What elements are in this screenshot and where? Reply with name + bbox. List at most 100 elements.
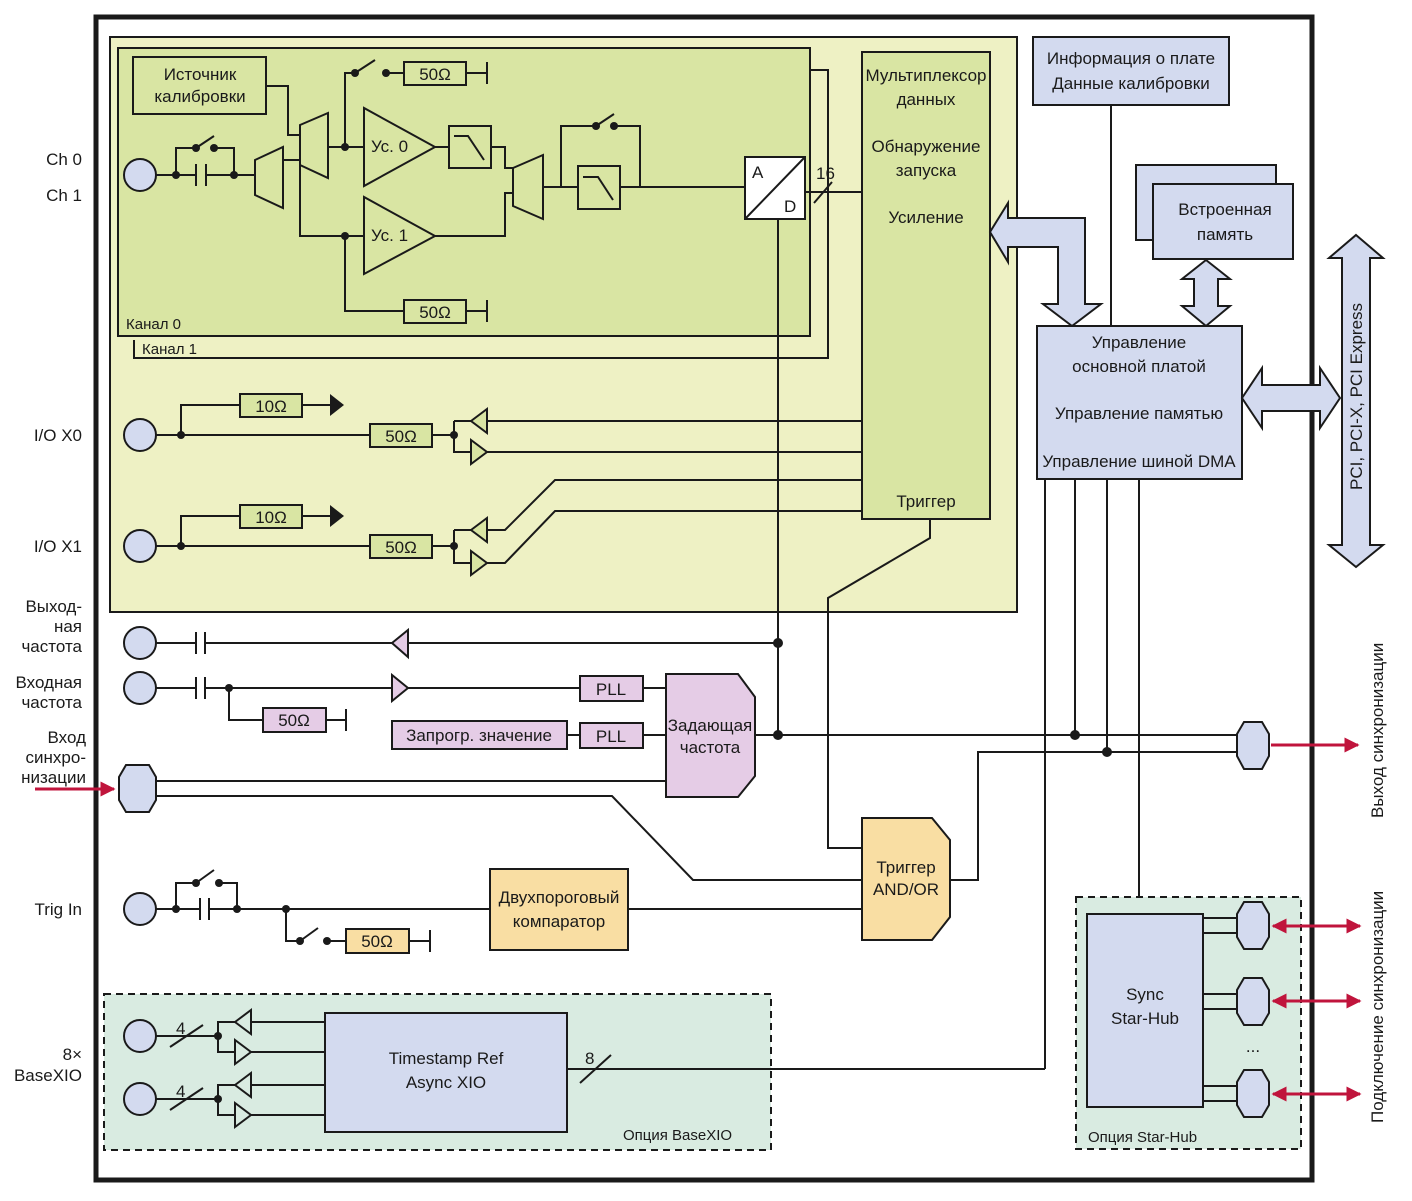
r50-top-label: 50Ω (419, 65, 451, 84)
basexio-option-label: Опция BaseXIO (623, 1127, 732, 1144)
programmed-value-label: Запрогр. значение (406, 726, 552, 745)
adc-d-label: D (784, 197, 796, 216)
sync-in-connector (118, 764, 157, 813)
starhub-connector-2 (1236, 977, 1270, 1026)
starhub-connector-1 (1236, 901, 1270, 950)
controller-line1: Управление (1092, 333, 1187, 352)
trigger-andor-line1: Триггер (876, 858, 935, 877)
label-io-x1: I/O X1 (34, 537, 82, 556)
pll-2 (579, 722, 644, 749)
amp0-label: Ус. 0 (371, 137, 408, 156)
clk-in-connector (123, 671, 157, 705)
trig-in-connector (123, 892, 157, 926)
r50-clk-label: 50Ω (278, 711, 310, 730)
basexio-receiver-1 (234, 1038, 253, 1066)
lowpass-filter-1 (577, 165, 621, 210)
trigger-andor-line2: AND/OR (873, 880, 939, 899)
clk-out-connector (123, 626, 157, 660)
board-info-line2: Данные калибровки (1052, 74, 1209, 93)
label-ch1: Ch 1 (46, 186, 82, 205)
io-x1-connector (123, 529, 157, 563)
amp1-label: Ус. 1 (371, 226, 408, 245)
bus8-label: 8 (585, 1049, 594, 1068)
label-ch0: Ch 0 (46, 150, 82, 169)
adc-a-label: A (752, 163, 764, 182)
sync-conn-label: Подключение синхронизации (1368, 891, 1387, 1123)
ch-input-connector (123, 158, 157, 192)
mux-line1: Мультиплексор (865, 66, 986, 85)
pci-bus-label: PCI, PCI-X, PCI Express (1347, 303, 1366, 490)
controller-box (1036, 325, 1243, 480)
io-x0-receiver (470, 438, 489, 466)
label-clk-in-1: Входная (15, 673, 82, 692)
label-basexio-1: 8× (63, 1045, 82, 1064)
controller-line4: Управление шиной DMA (1042, 452, 1236, 471)
memory-line2: память (1197, 225, 1253, 244)
clk-in-receiver (391, 672, 410, 704)
data-mux-block (861, 51, 991, 520)
trigger-andor-block (861, 817, 951, 941)
basexio-receiver-2 (234, 1101, 253, 1129)
label-sync-in-3: низации (21, 768, 86, 787)
programmed-value-box (391, 720, 568, 750)
r50-trig-label: 50Ω (361, 932, 393, 951)
sync-out-label: Выход синхронизации (1368, 643, 1387, 818)
starhub-option-label: Опция Star-Hub (1088, 1129, 1197, 1146)
amp1 (363, 195, 438, 276)
bus16-label: 16 (816, 164, 835, 183)
label-clk-out-2: ная (54, 617, 82, 636)
memory-box (1152, 183, 1294, 260)
r50-x0-label: 50Ω (385, 427, 417, 446)
channel0-label: Канал 0 (126, 316, 181, 333)
comparator-line1: Двухпороговый (499, 888, 620, 907)
input-mux (254, 145, 284, 210)
io-x0-connector (123, 418, 157, 452)
amp0 (363, 106, 438, 188)
controller-line2: основной платой (1072, 357, 1206, 376)
starhub-line2: Star-Hub (1111, 1009, 1179, 1028)
label-basexio-2: BaseXIO (14, 1066, 82, 1085)
pll-1-label: PLL (596, 680, 626, 699)
timestamp-line1: Timestamp Ref (389, 1049, 504, 1068)
channel1-outline (133, 69, 829, 359)
r50-bottom-label: 50Ω (419, 303, 451, 322)
board-info-line1: Информация о плате (1047, 49, 1215, 68)
pll-1 (579, 675, 644, 702)
r10-x1-label: 10Ω (255, 508, 287, 527)
channel1-label: Канал 1 (142, 341, 197, 358)
pci-bus-arrow (1326, 233, 1386, 569)
basexio-connector-2 (123, 1082, 157, 1116)
io-x1-receiver (470, 549, 489, 577)
label-io-x0: I/O X0 (34, 426, 82, 445)
master-clock-block (665, 673, 756, 798)
r50-x1-label: 50Ω (385, 538, 417, 557)
timestamp-line2: Async XIO (406, 1073, 486, 1092)
mux-line4: запуска (896, 161, 957, 180)
sync-out-connector (1236, 721, 1270, 770)
label-clk-out-1: Выход- (25, 597, 82, 616)
mux-line2: данных (897, 90, 956, 109)
controller-pci-arrow (1240, 364, 1342, 432)
master-clock-line1: Задающая (668, 716, 753, 735)
basexio-connector-1 (123, 1019, 157, 1053)
label-sync-in-1: Вход (48, 728, 87, 747)
comparator-line2: компаратор (513, 912, 605, 931)
starhub-block (1086, 913, 1204, 1108)
board-info-box (1032, 36, 1230, 106)
label-trig-in: Trig In (34, 900, 82, 919)
bus4-label-2: 4 (176, 1082, 185, 1101)
memory-line1: Встроенная (1178, 200, 1271, 219)
mux-line6: Триггер (896, 492, 955, 511)
output-arrow-x1 (330, 505, 344, 527)
label-sync-in-2: синхро- (26, 748, 86, 767)
label-clk-out-3: частота (21, 637, 82, 656)
cal-source-label-1: Источник (164, 65, 237, 84)
mux-line5: Усиление (888, 208, 963, 227)
trig-term-switch (299, 927, 319, 942)
pll-2-label: PLL (596, 727, 626, 746)
output-arrow-x0 (330, 394, 344, 416)
master-clock-line2: частота (680, 738, 741, 757)
cal-mux (299, 111, 329, 180)
starhub-dots: ... (1246, 1037, 1260, 1056)
